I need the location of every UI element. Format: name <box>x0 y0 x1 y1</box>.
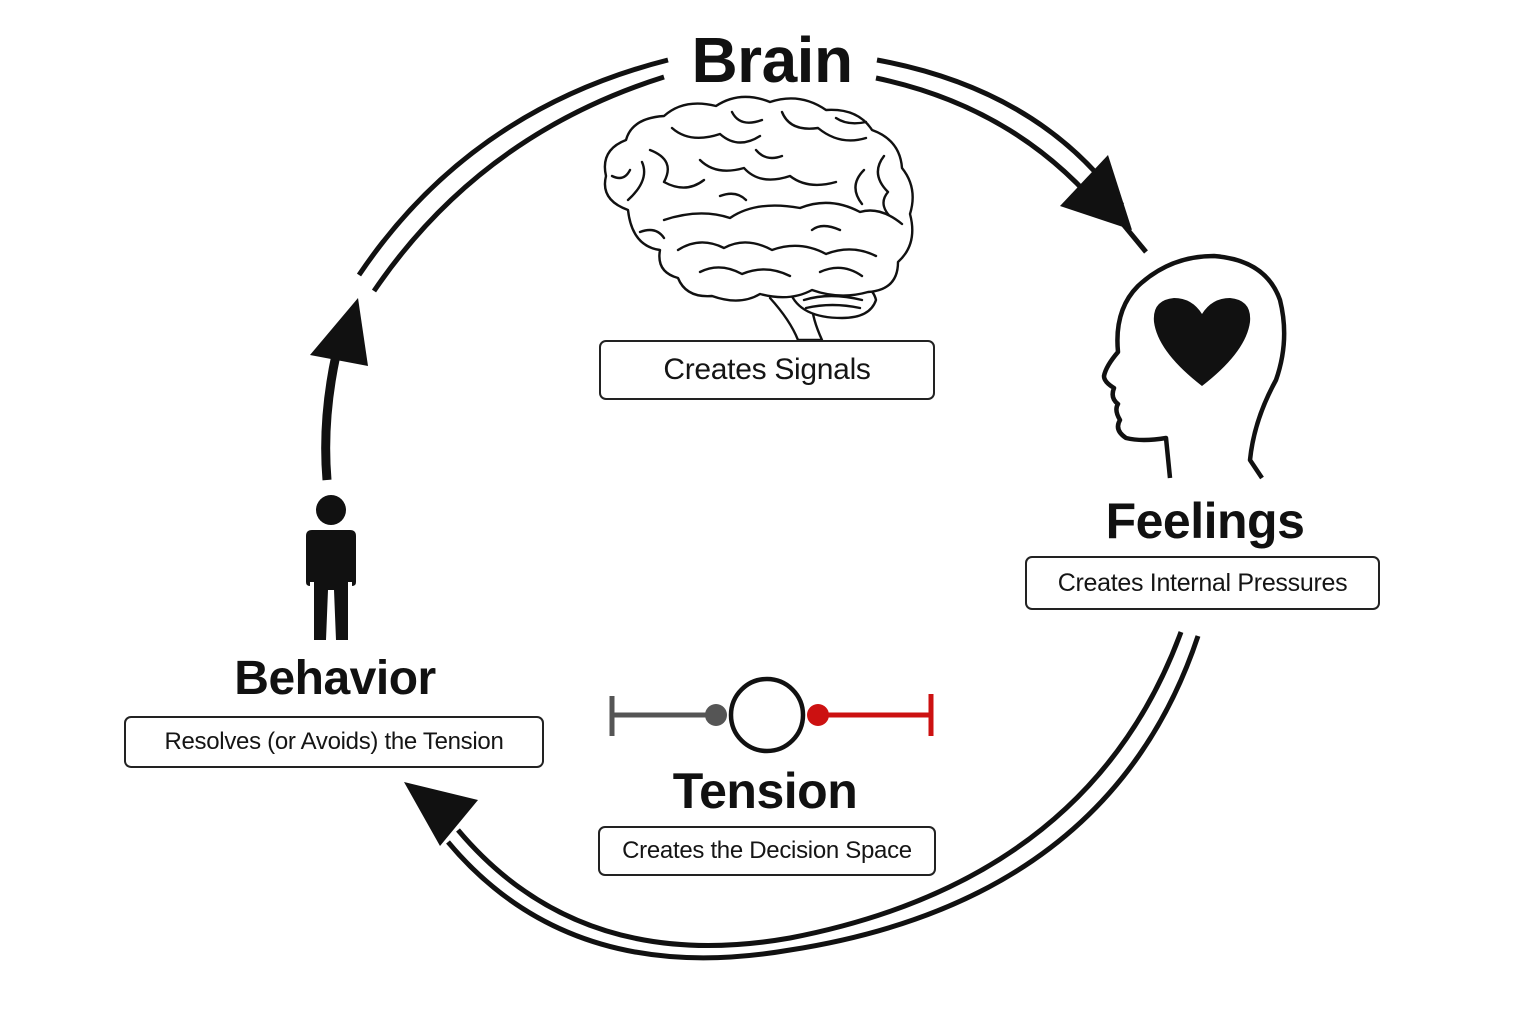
feelings-label-box: Creates Internal Pressures <box>1025 556 1380 610</box>
behavior-title: Behavior <box>234 652 436 705</box>
person-icon <box>306 495 356 640</box>
brain-label: Creates Signals <box>663 353 871 386</box>
cycle-arrows <box>310 57 1201 961</box>
brain-icon <box>603 95 914 342</box>
brain-label-box: Creates Signals <box>599 340 935 400</box>
behavior-label: Resolves (or Avoids) the Tension <box>164 728 504 755</box>
brain-title: Brain <box>691 24 853 96</box>
tension-title: Tension <box>672 763 858 819</box>
arrow-behavior-to-brain <box>310 57 669 481</box>
arrow-feelings-to-behavior <box>404 631 1201 961</box>
tension-slider-icon <box>609 676 934 754</box>
feelings-label: Creates Internal Pressures <box>1057 568 1348 597</box>
tension-label-box: Creates the Decision Space <box>598 826 936 876</box>
behavior-label-box: Resolves (or Avoids) the Tension <box>124 716 544 768</box>
head-with-heart-icon <box>1101 253 1287 480</box>
tension-label: Creates the Decision Space <box>622 837 912 864</box>
feelings-title: Feelings <box>1105 493 1305 549</box>
arrow-brain-to-feelings <box>875 57 1148 254</box>
